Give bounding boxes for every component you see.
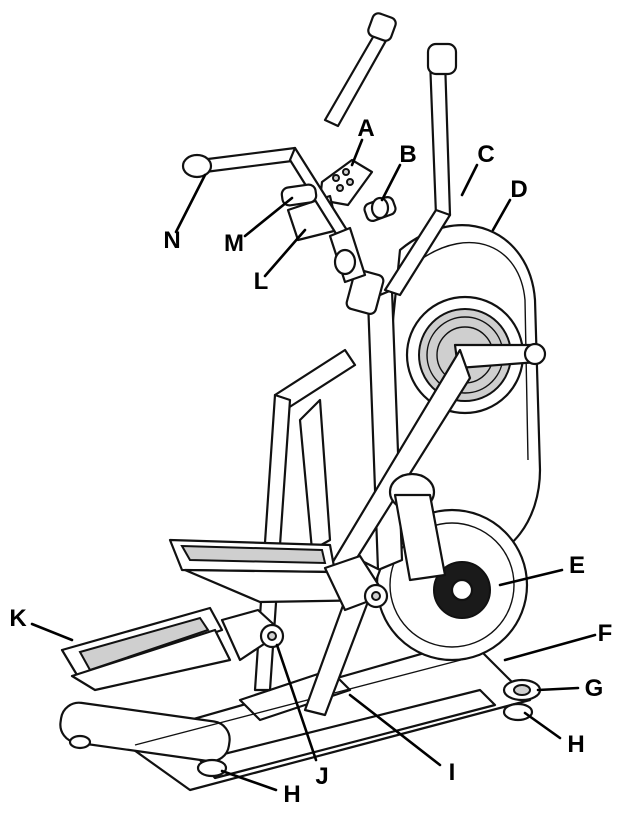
callout-c: C (477, 141, 494, 168)
transport-wheel (502, 678, 542, 702)
callout-d: D (510, 176, 527, 203)
right-pedal (168, 538, 389, 612)
callout-labels: A B C D E F G H H I J K L M N (9, 115, 612, 808)
arm-link (323, 342, 547, 587)
callout-k: K (9, 605, 27, 632)
callout-h-left: H (283, 781, 300, 808)
crank-arm (388, 472, 447, 582)
leader-lines (30, 138, 597, 792)
callout-f: F (598, 620, 613, 647)
callout-m: M (224, 230, 244, 257)
right-moving-arm (383, 42, 458, 297)
callout-h-right: H (567, 731, 584, 758)
callout-l: L (254, 268, 269, 295)
callout-e: E (569, 552, 585, 579)
front-stabilizer-feet (68, 702, 534, 778)
static-handlebar (181, 12, 397, 284)
callout-n: N (163, 227, 180, 254)
callout-b: B (399, 141, 416, 168)
callout-a: A (357, 115, 374, 142)
flywheel-cover (375, 508, 529, 662)
callout-i: I (449, 759, 456, 786)
left-pedal (60, 606, 285, 692)
callout-g: G (585, 675, 604, 702)
callout-j: J (315, 763, 328, 790)
